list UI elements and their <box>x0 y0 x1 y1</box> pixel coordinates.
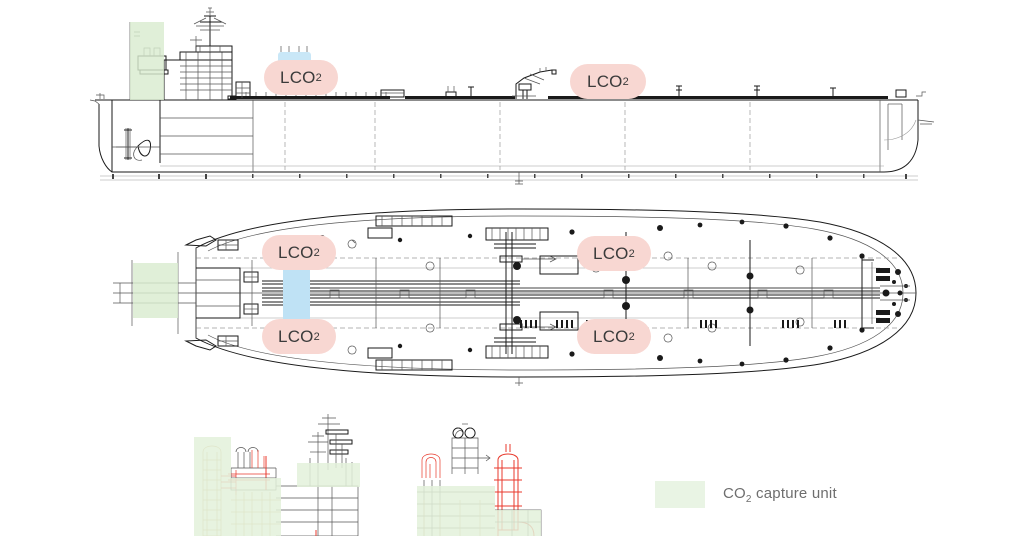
legend-label-subscript: 2 <box>745 493 752 505</box>
capture-unit-green-plan <box>133 263 178 318</box>
lco2-text: LCO <box>587 71 623 91</box>
capture-unit-green-detail-left-base <box>231 478 281 536</box>
capture-unit-green-detail-mid <box>297 463 360 487</box>
legend-label-rest: capture unit <box>751 484 837 502</box>
capture-unit-green-profile <box>130 22 164 100</box>
plan-blue-tank <box>283 268 310 323</box>
legend: CO2 capture unit <box>655 481 837 508</box>
lco2-text: LCO <box>278 242 314 262</box>
legend-label-main: CO <box>723 484 746 502</box>
lco2-text: LCO <box>278 326 314 346</box>
lco2-text: LCO <box>593 326 629 346</box>
capture-unit-green-detail-right-base <box>495 510 541 536</box>
capture-unit-green-detail-right <box>417 486 495 536</box>
capture-unit-green-detail-left <box>194 437 231 536</box>
lco2-text: LCO <box>280 67 316 87</box>
lco2-text: LCO <box>593 243 629 263</box>
legend-swatch-capture-unit <box>655 481 705 508</box>
legend-label-capture-unit: CO2 capture unit <box>723 485 837 505</box>
